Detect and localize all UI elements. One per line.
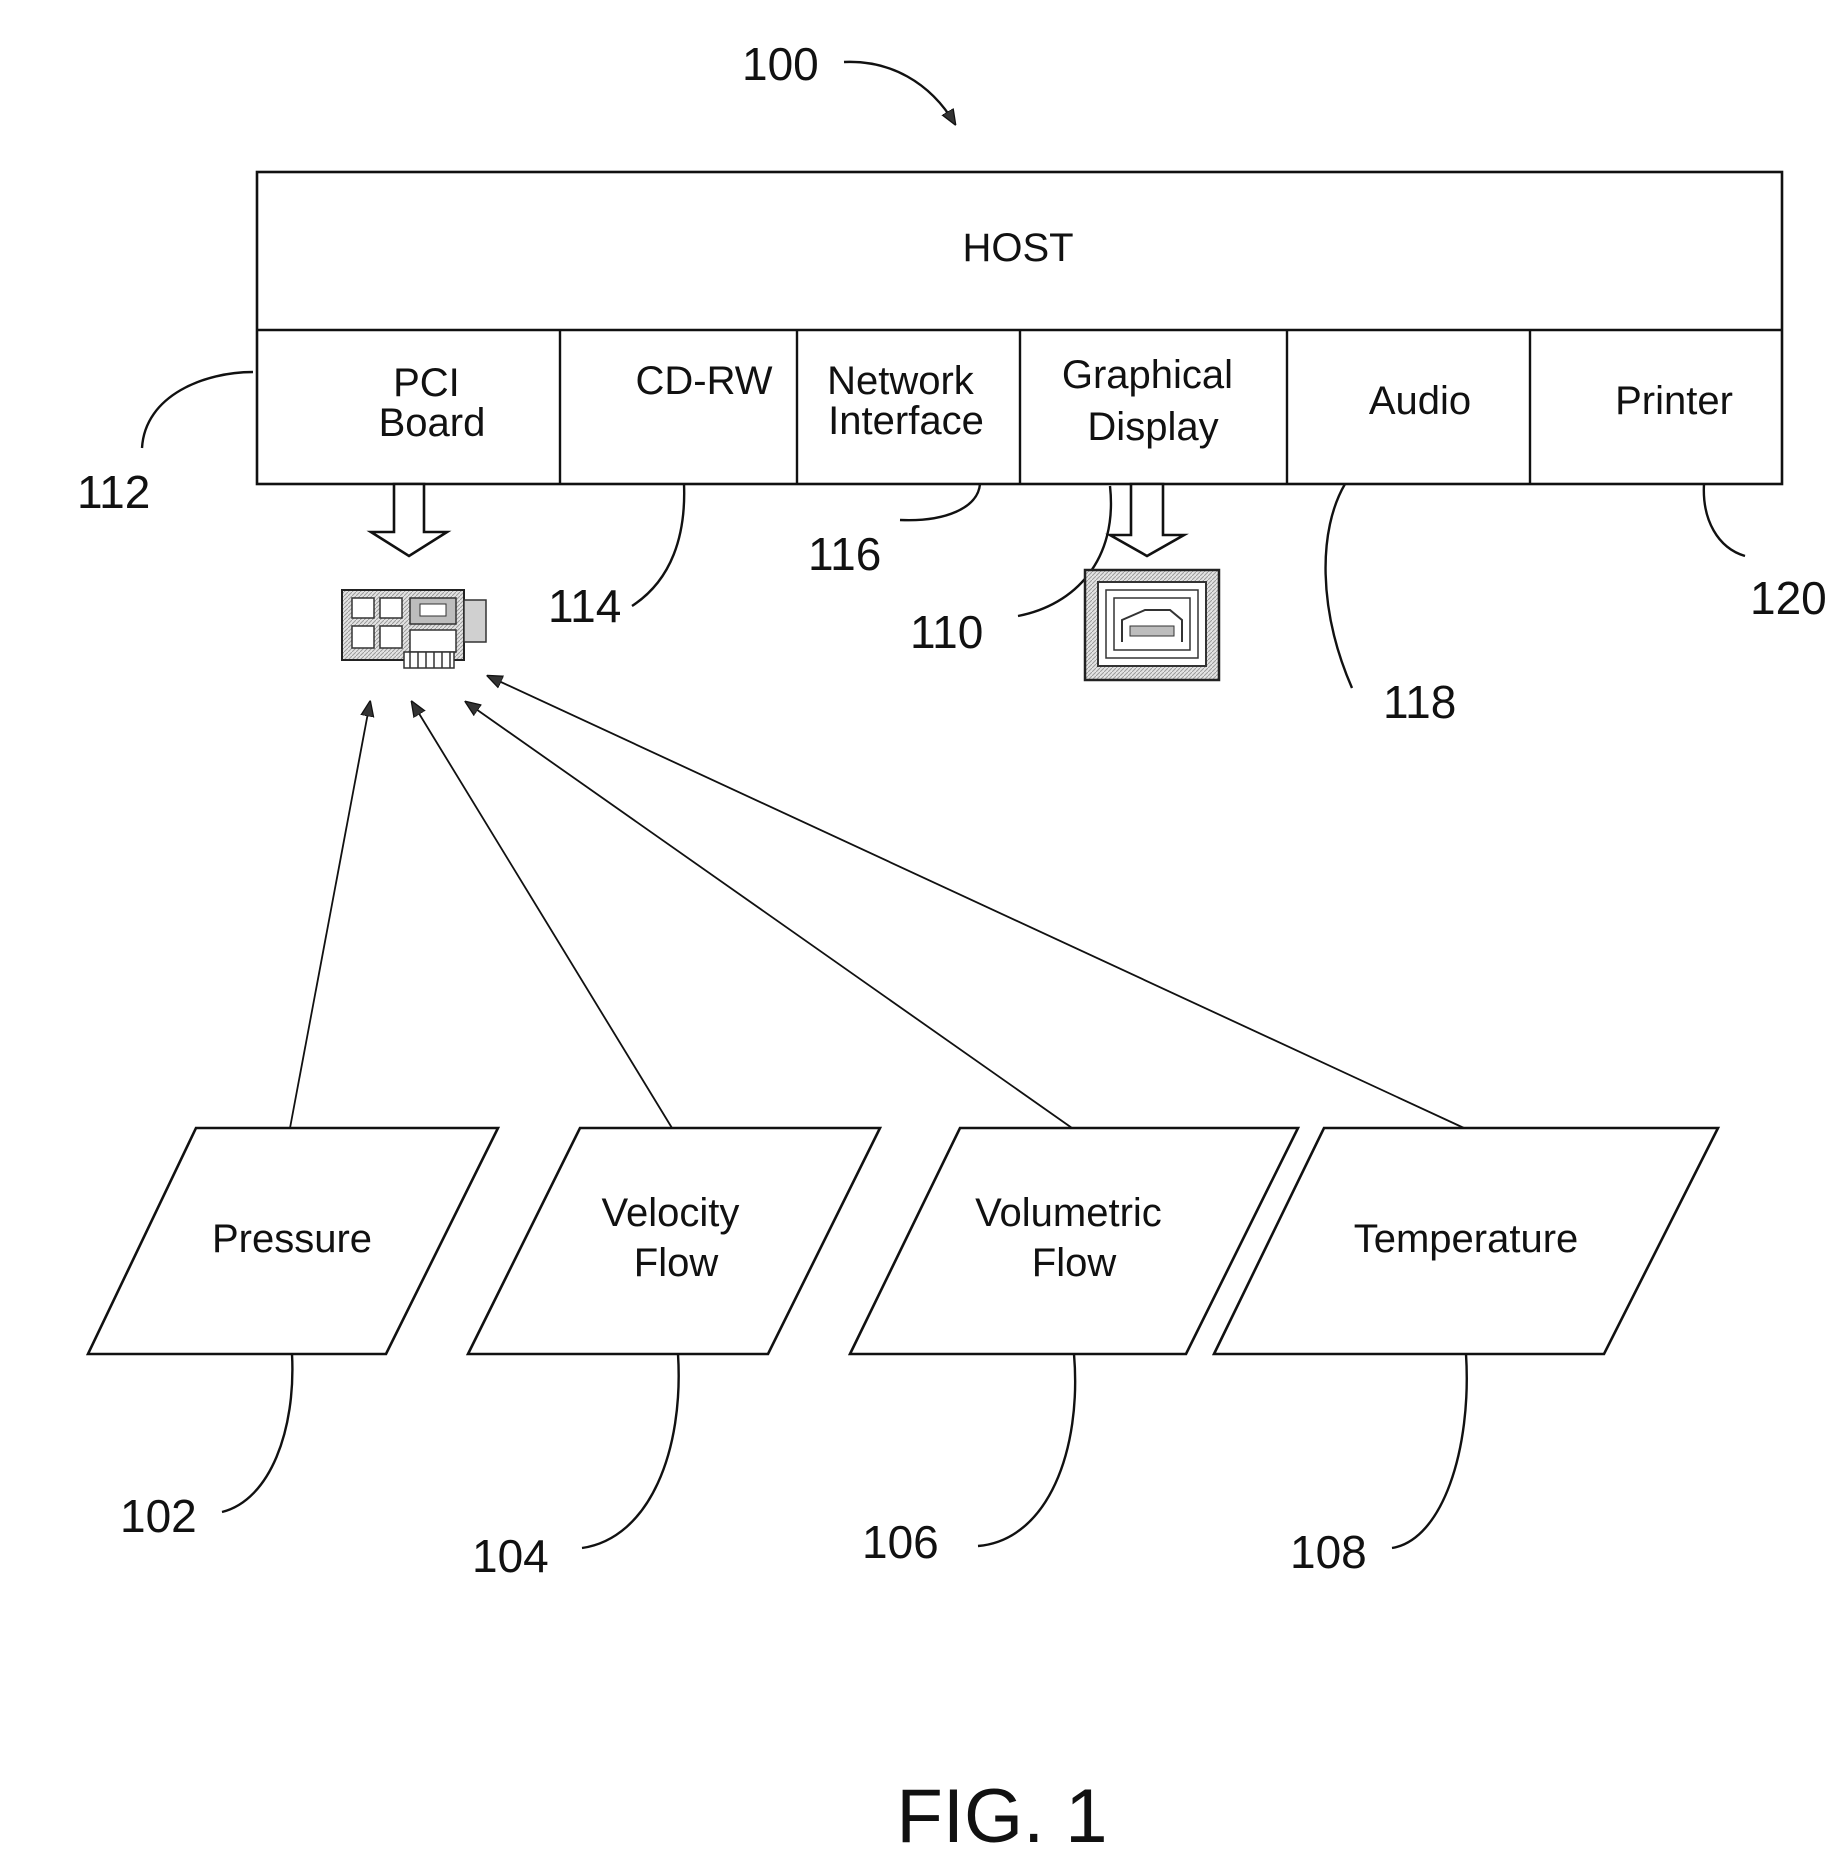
cd-rw-label: CD-RW xyxy=(635,359,772,403)
leader-102 xyxy=(222,1354,292,1512)
leader-108 xyxy=(1392,1354,1467,1548)
volumetric-flow-line1: Volumetric xyxy=(975,1191,1162,1235)
svg-text:PCI Board: PCI Board xyxy=(379,361,486,445)
component-cd-rw: CD-RW xyxy=(635,359,772,403)
temperature-label: Temperature xyxy=(1354,1217,1579,1261)
graphical-display-line1: Graphical xyxy=(1062,353,1233,397)
component-network-interface: Network Interface xyxy=(827,359,985,443)
ref-114: 114 xyxy=(548,580,621,632)
leader-114 xyxy=(632,484,684,606)
ref-110: 110 xyxy=(910,606,983,658)
monitor-icon xyxy=(1085,570,1219,680)
ref-112: 112 xyxy=(77,466,150,518)
audio-label: Audio xyxy=(1369,379,1471,423)
sensor-velocity-flow: Velocity Flow xyxy=(468,1128,880,1354)
host-label: HOST xyxy=(962,226,1073,270)
network-interface-line2: Interface xyxy=(828,399,984,443)
leader-116 xyxy=(900,484,980,520)
sensor-temperature: Temperature xyxy=(1214,1128,1718,1354)
display-down-arrow xyxy=(1110,484,1184,556)
network-interface-line1: Network xyxy=(827,359,975,403)
pressure-to-board-arrow xyxy=(290,702,370,1128)
component-printer: Printer xyxy=(1615,379,1733,423)
velocity-flow-line2: Flow xyxy=(634,1241,719,1285)
circuit-board-icon xyxy=(342,590,486,668)
system-ref-arrow xyxy=(844,62,955,124)
graphical-display-line2: Display xyxy=(1087,405,1218,449)
pressure-label: Pressure xyxy=(212,1217,372,1261)
leader-104 xyxy=(582,1354,679,1548)
ref-118: 118 xyxy=(1383,676,1456,728)
ref-106: 106 xyxy=(862,1516,939,1568)
ref-102: 102 xyxy=(120,1490,197,1542)
pci-board-down-arrow xyxy=(371,484,447,556)
ref-120: 120 xyxy=(1750,572,1827,624)
component-audio: Audio xyxy=(1369,379,1471,423)
ref-108: 108 xyxy=(1290,1526,1367,1578)
velocity-to-board-arrow xyxy=(412,702,672,1128)
ref-104: 104 xyxy=(472,1530,549,1582)
leader-120 xyxy=(1704,484,1745,556)
ref-116: 116 xyxy=(808,528,881,580)
volumetric-to-board-arrow xyxy=(466,702,1072,1128)
component-pci-board: PCI Board xyxy=(379,361,486,445)
leader-118 xyxy=(1326,484,1352,688)
system-ref-100: 100 xyxy=(742,38,819,90)
sensor-pressure: Pressure xyxy=(88,1128,498,1354)
svg-text:Network Interface: Network Interface xyxy=(827,359,985,443)
leader-112 xyxy=(142,372,253,448)
velocity-flow-line1: Velocity xyxy=(602,1191,740,1235)
volumetric-flow-line2: Flow xyxy=(1032,1241,1117,1285)
leader-106 xyxy=(978,1354,1075,1546)
printer-label: Printer xyxy=(1615,379,1733,423)
figure-caption: FIG. 1 xyxy=(896,1774,1107,1859)
pci-board-line2: Board xyxy=(379,401,486,445)
pci-board-line1: PCI xyxy=(393,361,460,405)
